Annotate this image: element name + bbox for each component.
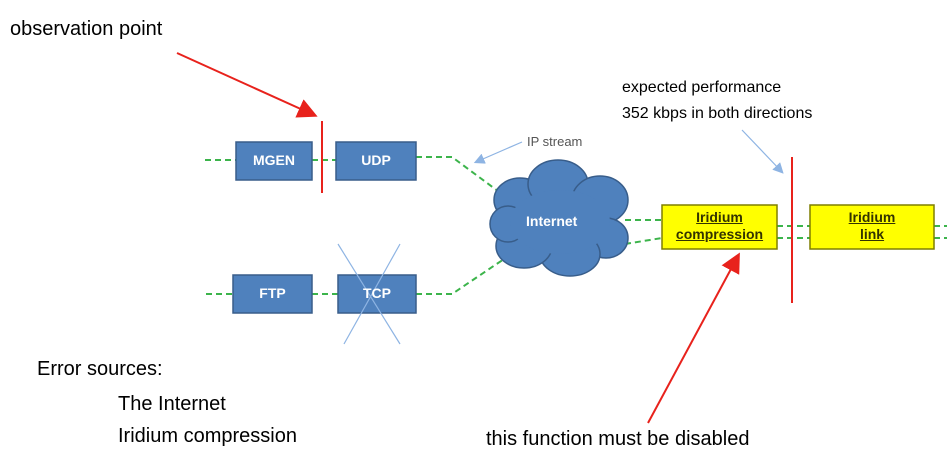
- ip-stream-label: IP stream: [527, 134, 583, 149]
- iridium-link-label: Iridium link: [810, 209, 934, 243]
- iridium-compression-label: Iridium compression: [662, 209, 777, 243]
- link-tcp-internet: [416, 254, 511, 295]
- udp-label: UDP: [361, 152, 391, 168]
- network-links: [205, 156, 947, 295]
- iridium-link-box: [809, 204, 935, 250]
- observation-arrow: [176, 52, 318, 118]
- internet-cloud-core: [510, 190, 610, 254]
- link-internet-compression-bottom: [624, 237, 663, 245]
- iridium-compression-line2: compression: [675, 226, 764, 242]
- disabled-note: this function must be disabled: [486, 428, 750, 450]
- disabled-arrow: [647, 252, 740, 424]
- link-udp-internet: [416, 156, 511, 201]
- mgen-label: MGEN: [253, 152, 295, 168]
- error-sources-title: Error sources:: [37, 358, 163, 380]
- iridium-compression-box: [661, 204, 778, 250]
- iridium-link-line1: Iridium: [848, 209, 896, 225]
- tcp-cross-out: [337, 243, 401, 345]
- mgen-box: [235, 141, 313, 181]
- error-source-internet: The Internet: [118, 393, 226, 415]
- performance-pointer: [741, 129, 784, 174]
- ip-stream-pointer: [473, 141, 523, 164]
- udp-box: [335, 141, 417, 181]
- iridium-link-line2: link: [859, 226, 885, 242]
- internet-label: Internet: [526, 213, 578, 229]
- expected-rate-label: 352 kbps in both directions: [622, 105, 813, 122]
- ftp-label: FTP: [259, 285, 286, 301]
- iridium-compression-line1: Iridium: [696, 209, 743, 225]
- tcp-label: TCP: [363, 285, 391, 301]
- ftp-box: [232, 274, 313, 314]
- error-source-compression: Iridium compression: [118, 425, 297, 447]
- expected-performance-label: expected performance: [622, 79, 782, 96]
- observation-point-label: observation point: [10, 18, 163, 40]
